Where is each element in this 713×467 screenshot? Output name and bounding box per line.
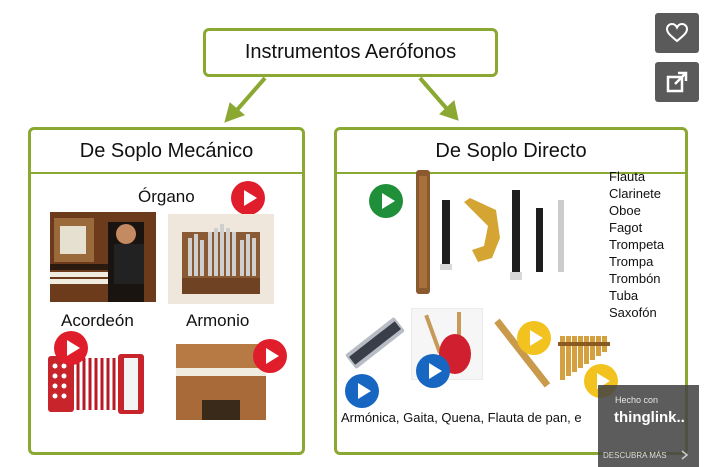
thinglink-badge[interactable]: Hecho con thinglink.. DESCUBRA MÁS	[598, 385, 699, 467]
play-button-gaita[interactable]	[416, 354, 450, 388]
like-button[interactable]	[655, 13, 699, 53]
share-button[interactable]	[655, 62, 699, 102]
logo-part-b: link	[650, 409, 677, 426]
label-acordeon: Acordeón	[61, 311, 134, 330]
panel-heading-mecanico: De Soplo Mecánico	[31, 130, 302, 174]
map-title-box: Instrumentos Aerófonos	[203, 28, 498, 77]
play-button-soplo-directo[interactable]	[369, 184, 403, 218]
list-item: Oboe	[609, 203, 641, 218]
map-title: Instrumentos Aerófonos	[244, 41, 457, 63]
play-button-armonio[interactable]	[253, 339, 287, 373]
directo-caption: Armónica, Gaita, Quena, Flauta de pan, e	[341, 410, 582, 425]
accordion-image	[44, 344, 150, 422]
heart-icon	[666, 23, 688, 43]
logo-part-a: thing	[614, 409, 651, 426]
wind-instruments-image	[404, 168, 574, 298]
harmonium-image	[168, 338, 274, 424]
panel-heading-directo: De Soplo Directo	[337, 130, 685, 174]
logo-dots: ..	[676, 409, 685, 426]
thinglink-logo: thinglink..	[614, 409, 685, 426]
list-item: Fagot	[609, 220, 643, 235]
external-link-icon	[666, 71, 688, 93]
list-item: Clarinete	[609, 186, 662, 201]
arrow-right	[418, 76, 459, 121]
instrument-list: Flauta Clarinete Oboe Fagot Trompeta Tro…	[609, 168, 664, 321]
arrow-left	[224, 76, 267, 123]
organ-player-image	[50, 212, 156, 302]
play-button-armonica[interactable]	[345, 374, 379, 408]
play-button-acordeon[interactable]	[54, 331, 88, 365]
list-item: Flauta	[609, 169, 646, 184]
harmonica-image	[340, 312, 410, 374]
chevron-right-icon	[681, 450, 689, 460]
list-item: Trompa	[609, 254, 654, 269]
play-button-quena[interactable]	[517, 321, 551, 355]
pipe-organ-image	[168, 214, 274, 304]
discover-more-link[interactable]: DESCUBRA MÁS	[603, 451, 667, 460]
list-item: Trompeta	[609, 237, 665, 252]
label-organo: Órgano	[138, 187, 195, 206]
list-item: Tuba	[609, 288, 639, 303]
list-item: Saxofón	[609, 305, 657, 320]
pan-flute-image	[558, 332, 614, 382]
play-button-organo[interactable]	[231, 181, 265, 215]
made-with-label: Hecho con	[615, 395, 659, 405]
label-armonio: Armonio	[186, 311, 250, 330]
quena-image	[488, 312, 558, 392]
list-item: Trombón	[609, 271, 661, 286]
